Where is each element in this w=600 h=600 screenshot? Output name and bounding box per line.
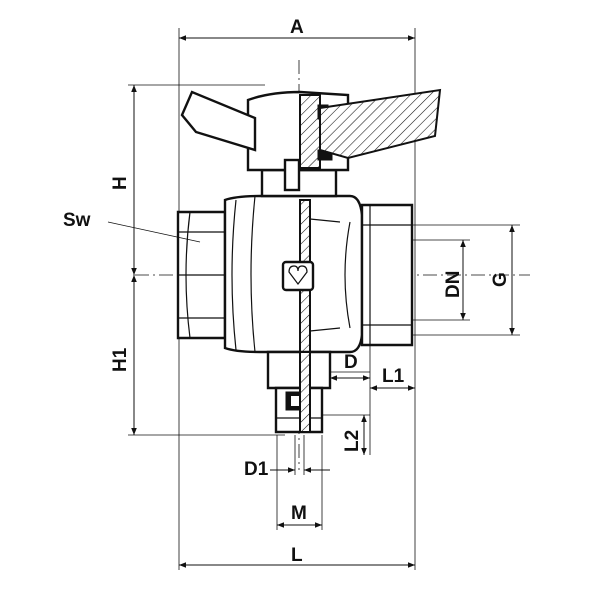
label-a: A <box>290 17 304 38</box>
label-g: G <box>490 272 511 287</box>
label-dn: DN <box>443 271 464 298</box>
label-m: M <box>291 503 307 524</box>
label-h: H <box>110 176 131 190</box>
label-d: D <box>344 352 358 373</box>
sw-leader-line <box>107 221 201 243</box>
label-l1: L1 <box>382 366 405 387</box>
valve-body <box>176 194 414 354</box>
label-h1: H1 <box>110 347 131 372</box>
butterfly-handle <box>180 88 442 160</box>
label-l2: L2 <box>342 430 363 452</box>
label-d1: D1 <box>244 459 269 480</box>
label-sw: Sw <box>63 210 91 231</box>
dimension-labels: A H Sw H1 DN G D L1 L2 D1 M L <box>63 17 511 566</box>
dimension-lines <box>131 35 515 568</box>
drain-fitting <box>266 350 332 434</box>
label-l: L <box>291 545 303 566</box>
